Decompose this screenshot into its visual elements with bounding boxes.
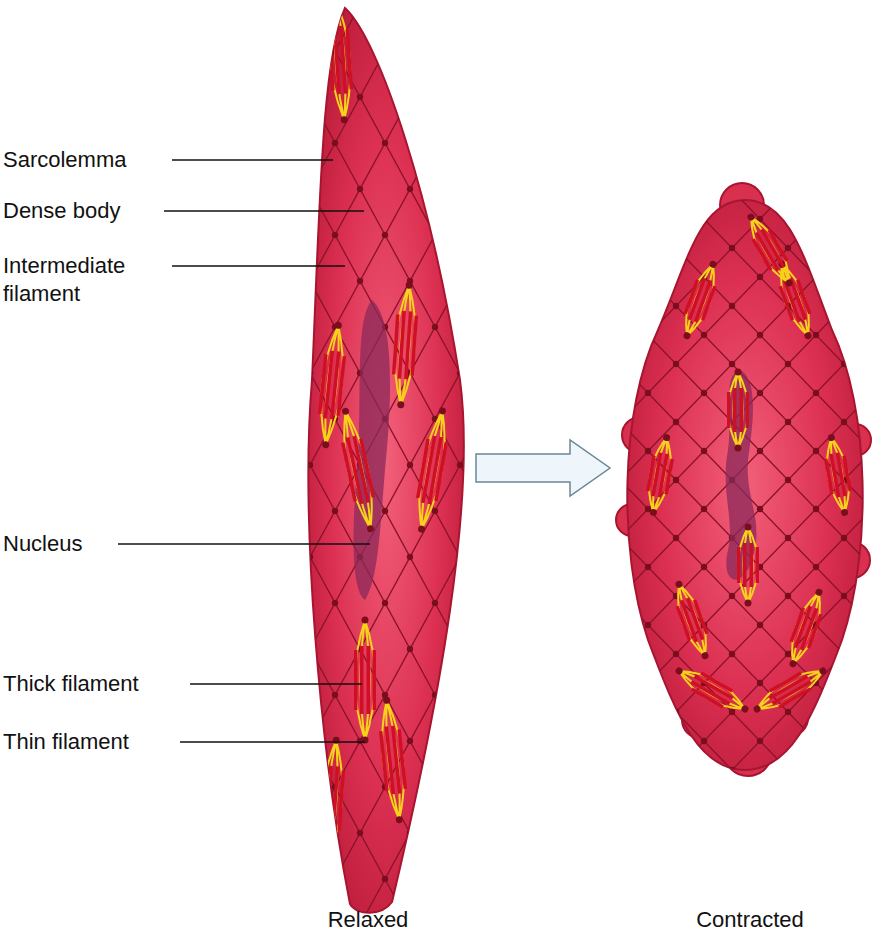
state-label: Contracted [696,906,804,934]
relaxed-cell [300,0,490,920]
part-label: Intermediate filament [3,252,168,308]
part-label: Thick filament [3,670,139,698]
state-label: Relaxed [328,906,409,934]
part-label: Dense body [3,197,120,225]
part-label: Nucleus [3,530,82,558]
contracted-cell [610,183,875,780]
part-label: Sarcolemma [3,146,126,174]
part-label: Thin filament [3,728,129,756]
leader-lines [118,160,370,742]
transition-arrow [476,440,610,496]
